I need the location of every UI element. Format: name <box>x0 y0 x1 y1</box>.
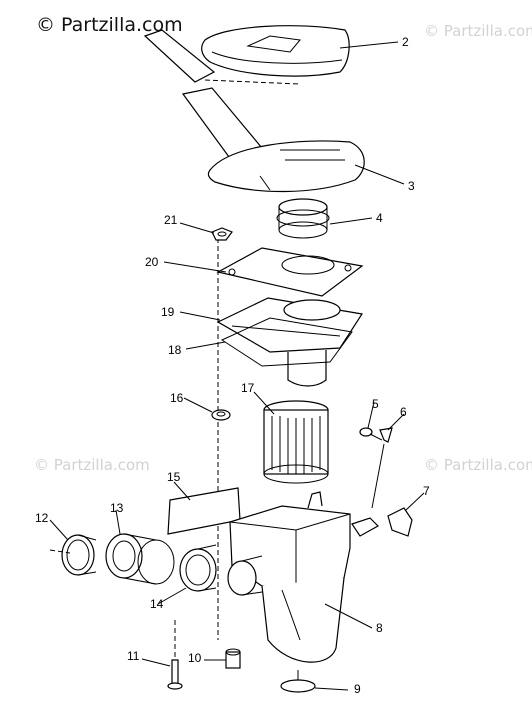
callout-8: 8 <box>376 621 383 635</box>
watermark-top-right: © Partzilla.com <box>424 22 532 40</box>
callout-17: 17 <box>241 381 255 395</box>
callout-16: 16 <box>170 391 184 405</box>
leader-lines <box>49 41 425 691</box>
part-2-deflector <box>143 29 301 85</box>
part-13-tube <box>105 533 175 585</box>
part-12-clamp <box>61 534 97 576</box>
callout-15: 15 <box>167 470 181 484</box>
callout-3: 3 <box>408 179 415 193</box>
airbox-body <box>229 491 379 663</box>
part-18-gasket <box>220 317 353 367</box>
watermark-middle-left: © Partzilla.com <box>34 456 150 474</box>
callout-18: 18 <box>168 343 182 357</box>
part-2-cover <box>201 25 350 77</box>
callout-7: 7 <box>423 484 430 498</box>
watermark-main: © Partzilla.com <box>36 14 183 36</box>
callout-2: 2 <box>402 35 409 49</box>
part-9-drain <box>280 670 316 693</box>
part-15-label <box>167 487 241 535</box>
callout-4: 4 <box>376 211 383 225</box>
callout-9: 9 <box>354 682 361 696</box>
part-10-fitting <box>225 648 241 669</box>
callout-5: 5 <box>372 397 379 411</box>
part-14-clamp <box>179 544 217 592</box>
clamp-axis <box>49 549 71 554</box>
part-21-wing-nut <box>211 227 233 241</box>
watermark-middle-right: © Partzilla.com <box>424 456 532 474</box>
part-5-screw <box>359 427 383 441</box>
part-19-airbox-top <box>216 297 363 387</box>
callout-19: 19 <box>161 305 175 319</box>
part-11-bolt <box>167 659 183 690</box>
callout-12: 12 <box>35 511 49 525</box>
callout-11: 11 <box>127 649 140 663</box>
callout-13: 13 <box>110 501 124 515</box>
callout-10: 10 <box>188 651 202 665</box>
part-17-filter <box>263 400 329 484</box>
airbox-intake <box>227 555 263 596</box>
part-20-lid <box>216 247 364 297</box>
callout-14: 14 <box>150 597 164 611</box>
part-6-clip <box>371 427 393 509</box>
part-3-snorkel <box>181 87 365 193</box>
callout-20: 20 <box>145 255 159 269</box>
callout-21: 21 <box>164 213 178 227</box>
callout-6: 6 <box>400 405 407 419</box>
part-4-coupler <box>276 198 330 239</box>
part-7-bracket <box>387 507 413 537</box>
part-16-nut <box>211 409 231 421</box>
